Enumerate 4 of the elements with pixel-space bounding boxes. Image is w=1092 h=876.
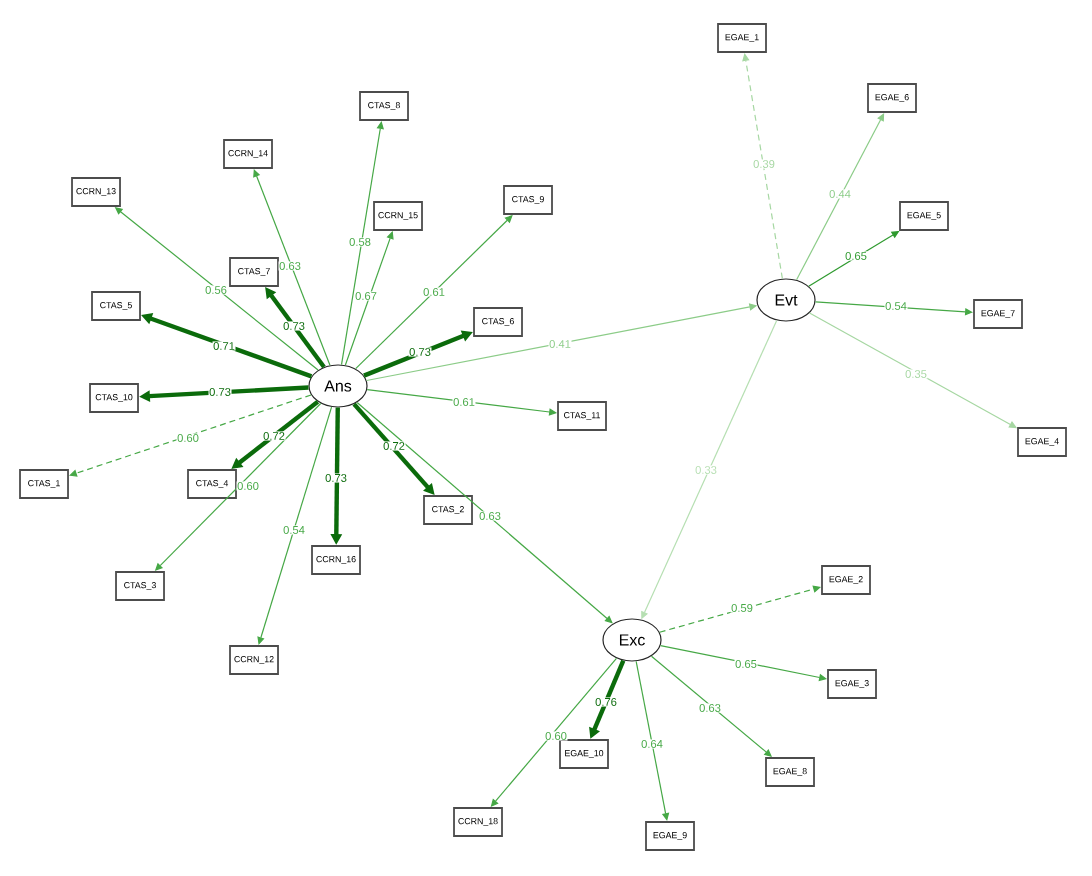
arrow [352,402,435,495]
arrow [635,660,670,821]
arrow [257,406,333,645]
arrow [356,401,613,624]
